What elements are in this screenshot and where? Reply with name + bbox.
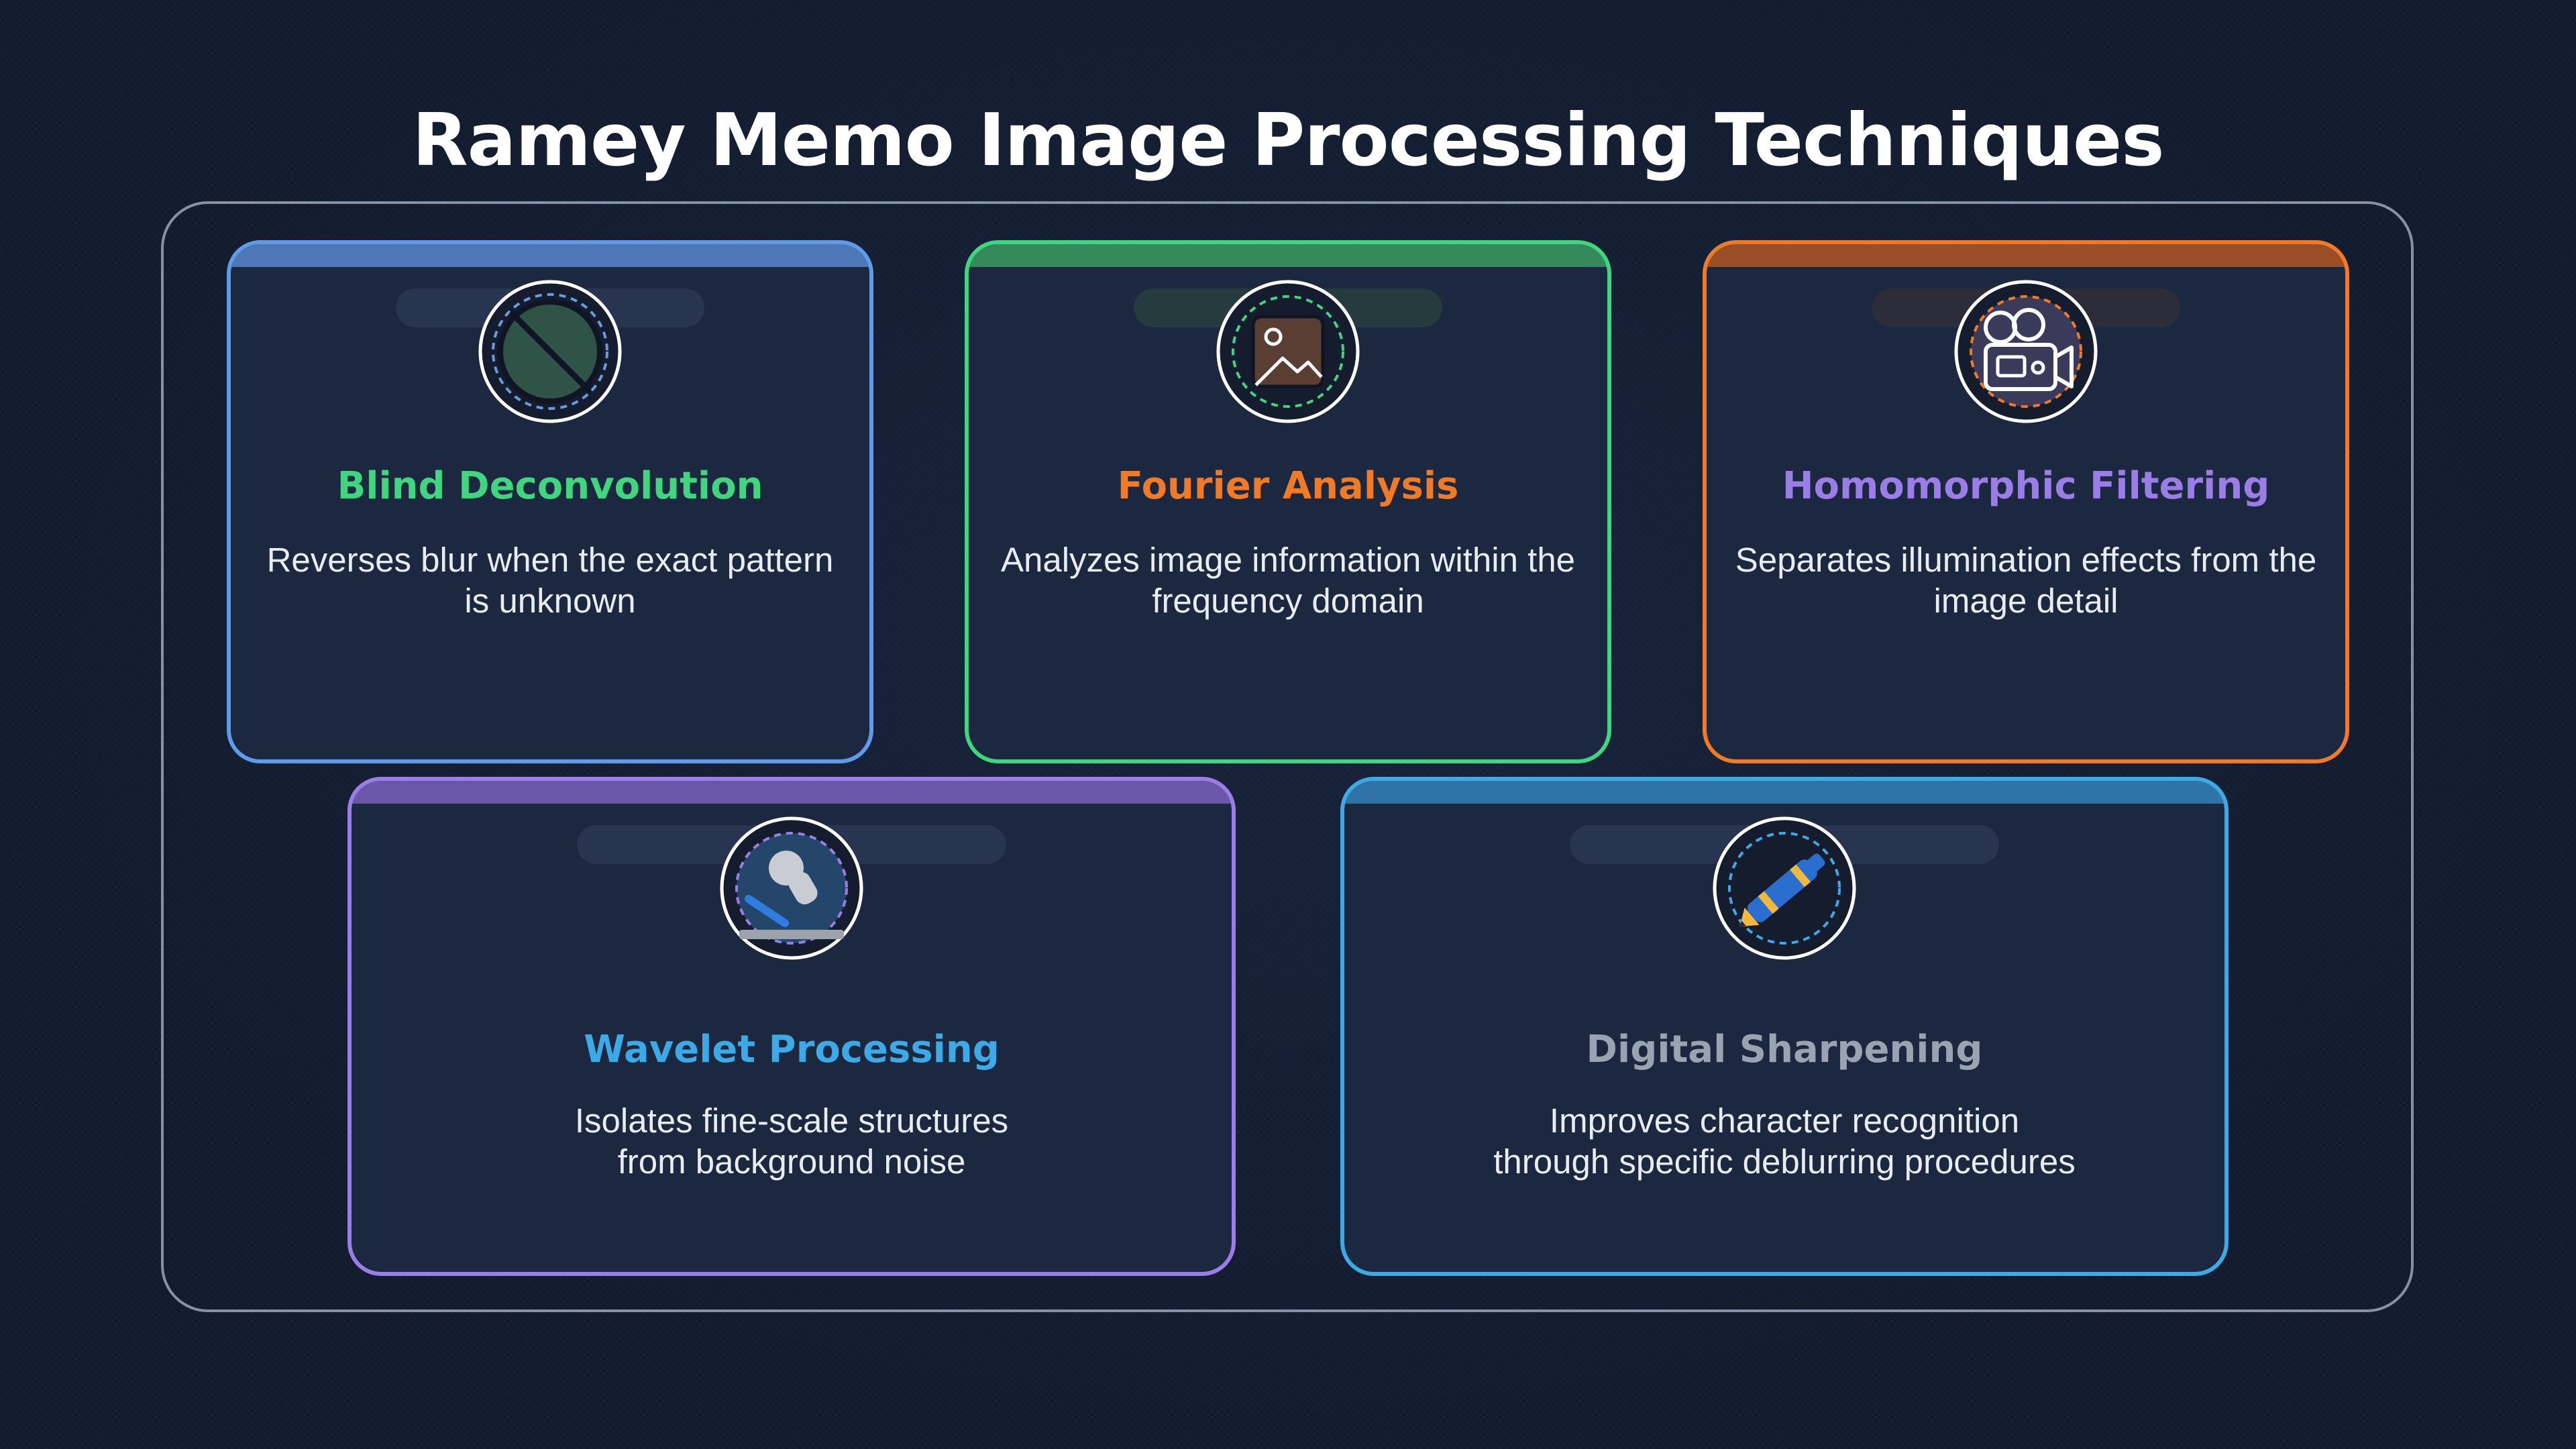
diagram-frame: [161, 201, 2414, 1312]
card-header-band: [969, 244, 1607, 267]
card-description: Improves character recognition through s…: [1493, 1102, 2076, 1181]
card-fourier-analysis: Fourier Analysis Analyzes image informat…: [965, 240, 1611, 763]
card-description: Separates illumination effects from the …: [1735, 541, 2317, 620]
microscope-icon: [719, 816, 864, 961]
card-title: Blind Deconvolution: [337, 464, 763, 508]
card-title: Wavelet Processing: [584, 1028, 1000, 1071]
pen-icon: [1712, 816, 1857, 961]
card-blind-deconvolution: Blind Deconvolution Reverses blur when t…: [227, 240, 873, 763]
card-header-band: [1344, 781, 2224, 804]
movie-camera-icon: [1953, 279, 2098, 424]
card-header-band: [1707, 244, 2345, 267]
card-header-band: [352, 781, 1232, 804]
card-header-band: [231, 244, 869, 267]
card-digital-sharpening: Digital Sharpening Improves character re…: [1340, 777, 2229, 1276]
card-homomorphic-filtering: Homomorphic Filtering Separates illumina…: [1703, 240, 2349, 763]
no-symbol-icon: [478, 279, 623, 424]
card-title: Fourier Analysis: [1117, 464, 1459, 508]
card-description: Analyzes image information within the fr…: [1000, 541, 1576, 620]
card-description: Isolates fine-scale structures from back…: [574, 1102, 1009, 1181]
card-title: Digital Sharpening: [1586, 1028, 1983, 1071]
card-title: Homomorphic Filtering: [1782, 464, 2270, 508]
card-wavelet-processing: Wavelet Processing Isolates fine-scale s…: [347, 777, 1236, 1276]
card-description: Reverses blur when the exact pattern is …: [266, 541, 834, 620]
page-title: Ramey Memo Image Processing Techniques: [412, 99, 2164, 182]
image-icon: [1216, 279, 1360, 424]
